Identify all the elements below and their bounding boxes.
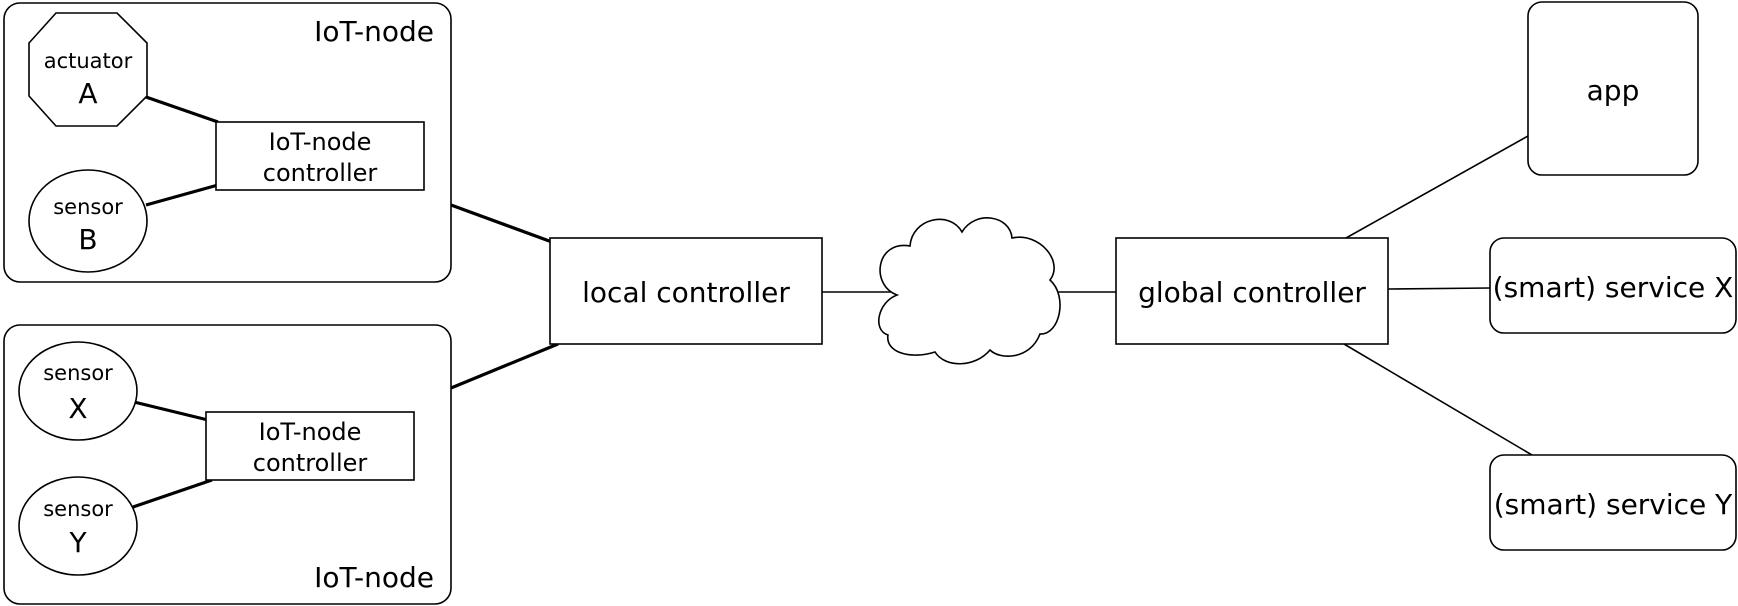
sensor-x-ellipse <box>18 341 138 441</box>
sensor-b: sensor B <box>28 169 148 273</box>
iot-node-bottom-controller: IoT-node controller <box>205 411 415 481</box>
sensor-b-type: sensor <box>53 195 123 219</box>
link-sensor-x-controller <box>133 400 209 422</box>
sensor-y-letter: Y <box>68 526 87 559</box>
iot-node-bottom-controller-box <box>205 411 415 481</box>
iot-node-top-controller-box <box>215 121 425 191</box>
sensor-y-type: sensor <box>43 497 113 521</box>
iot-node-bottom-controller-line1: IoT-node <box>259 418 362 446</box>
sensor-x: sensor X <box>18 341 138 441</box>
cloud-icon <box>878 217 1061 365</box>
sensor-b-letter: B <box>78 223 97 256</box>
iot-node-top-controller-line1: IoT-node <box>269 128 372 156</box>
link-actuator-a-controller <box>145 95 219 124</box>
sensor-y: sensor Y <box>18 476 138 576</box>
link-global-controller-app <box>1345 135 1529 239</box>
service-x-label: (smart) service X <box>1493 271 1734 304</box>
local-controller-box <box>549 237 823 345</box>
link-global-controller-service-x <box>1387 287 1491 290</box>
sensor-b-ellipse <box>28 169 148 273</box>
service-y: (smart) service Y <box>1489 454 1737 551</box>
service-x-box <box>1489 237 1737 334</box>
global-controller-box <box>1115 237 1389 345</box>
iot-node-top: IoT-node actuator A sensor B IoT-node co… <box>3 2 452 283</box>
link-iot-node-top-local-controller <box>450 203 553 244</box>
iot-node-top-controller: IoT-node controller <box>215 121 425 191</box>
iot-node-bottom-controller-line2: controller <box>253 449 368 477</box>
link-sensor-y-controller <box>132 478 213 509</box>
actuator-a: actuator A <box>28 12 148 127</box>
actuator-a-type: actuator <box>44 49 133 73</box>
sensor-x-letter: X <box>68 392 87 425</box>
sensor-y-ellipse <box>18 476 138 576</box>
app-label: app <box>1587 74 1640 107</box>
local-controller: local controller <box>549 237 823 345</box>
global-controller: global controller <box>1115 237 1389 345</box>
service-x: (smart) service X <box>1489 237 1737 334</box>
service-y-box <box>1489 454 1737 551</box>
actuator-a-letter: A <box>78 77 97 110</box>
link-sensor-b-controller <box>145 183 219 207</box>
app: app <box>1527 1 1699 176</box>
global-controller-label: global controller <box>1138 276 1366 309</box>
iot-node-bottom-title: IoT-node <box>314 561 434 594</box>
iot-node-top-title: IoT-node <box>314 15 434 48</box>
iot-node-top-controller-line2: controller <box>263 159 378 187</box>
link-global-controller-service-y <box>1343 343 1533 456</box>
app-box <box>1527 1 1699 176</box>
sensor-x-type: sensor <box>43 361 113 385</box>
actuator-a-octagon-icon <box>28 12 148 127</box>
iot-node-bottom: IoT-node sensor X sensor Y IoT-node cont… <box>3 324 452 605</box>
link-iot-node-bottom-local-controller <box>450 342 559 390</box>
local-controller-label: local controller <box>582 276 790 309</box>
service-y-label: (smart) service Y <box>1494 488 1733 521</box>
